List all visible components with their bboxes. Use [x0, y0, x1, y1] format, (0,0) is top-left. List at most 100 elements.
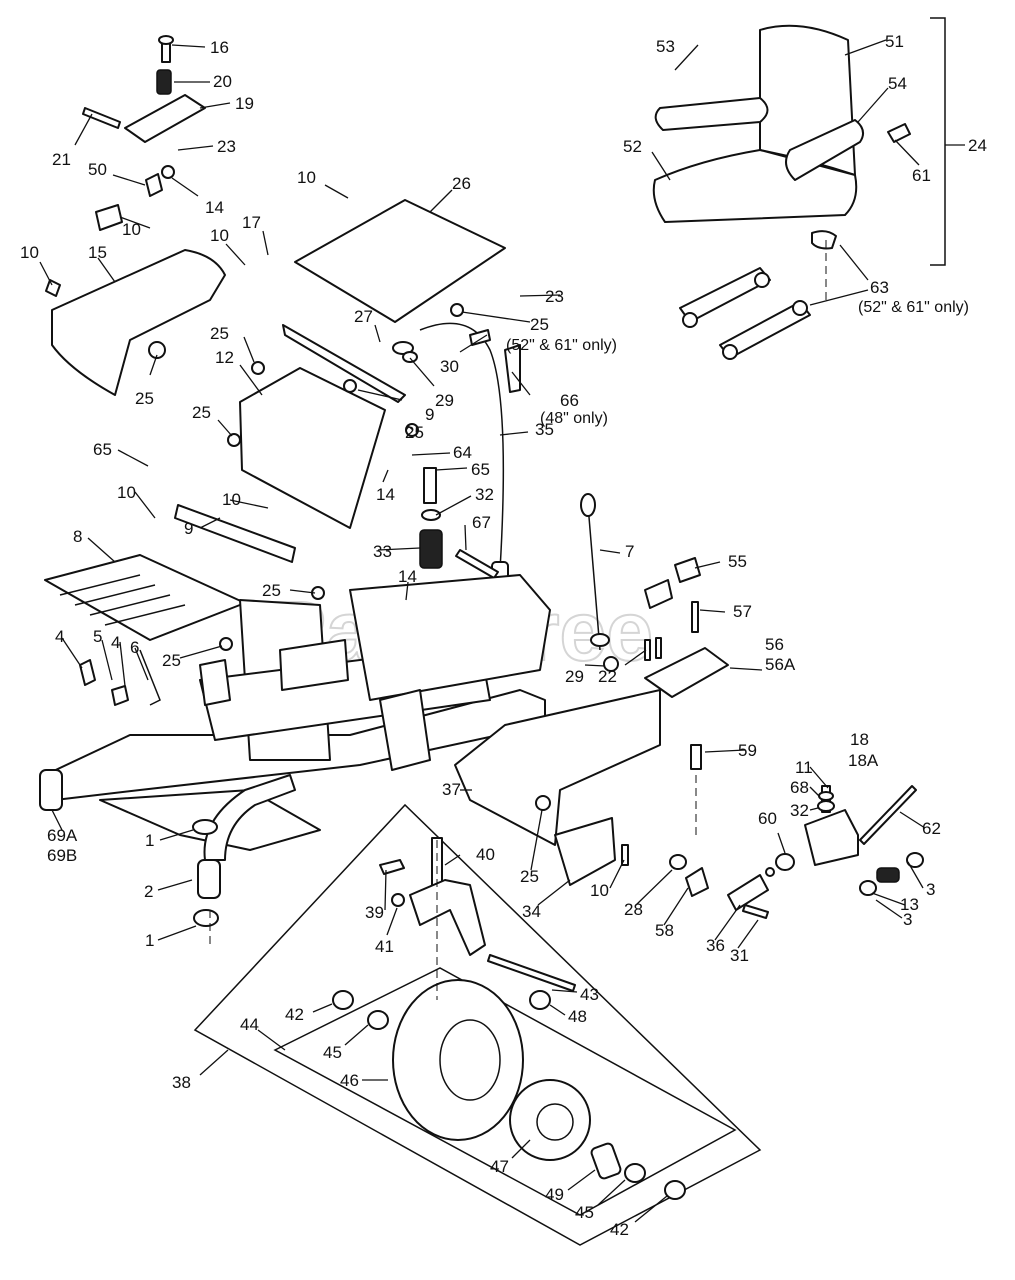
callout-34: 34 — [522, 902, 541, 921]
callout-29: 29 — [435, 391, 454, 410]
callout-41: 41 — [375, 937, 394, 956]
callout-17: 17 — [242, 213, 261, 232]
main-frame — [39, 574, 551, 927]
callout-labels: 16 20 19 21 23 50 14 10 10 15 10 17 10 2… — [20, 32, 987, 1239]
callout-1: 1 — [145, 931, 154, 950]
callout-14: 14 — [398, 567, 417, 586]
callout-44: 44 — [240, 1015, 259, 1034]
callout-25: 25 — [520, 867, 539, 886]
callout-69b: 69B — [47, 846, 77, 865]
callout-13: 13 — [900, 895, 919, 914]
callout-46: 46 — [340, 1071, 359, 1090]
seat-assembly — [652, 17, 946, 360]
callout-3: 3 — [926, 880, 935, 899]
callout-64: 64 — [453, 443, 472, 462]
callout-43: 43 — [580, 985, 599, 1004]
callout-18a: 18A — [848, 751, 879, 770]
callout-69a: 69A — [47, 826, 78, 845]
callout-53: 53 — [656, 37, 675, 56]
callout-26: 26 — [452, 174, 471, 193]
callout-14: 14 — [376, 485, 395, 504]
callout-56: 56 — [765, 635, 784, 654]
callout-49: 49 — [545, 1185, 564, 1204]
callout-4: 4 — [55, 627, 64, 646]
callout-22: 22 — [598, 667, 617, 686]
callout-42: 42 — [610, 1220, 629, 1239]
callout-7: 7 — [625, 542, 634, 561]
note-48-only: (48" only) — [540, 410, 608, 427]
callout-47: 47 — [490, 1157, 509, 1176]
callout-60: 60 — [758, 809, 777, 828]
callout-18: 18 — [850, 730, 869, 749]
callout-35: 35 — [535, 420, 554, 439]
callout-56a: 56A — [765, 655, 796, 674]
leader-lines — [39, 39, 965, 1223]
callout-28: 28 — [624, 900, 643, 919]
callout-54: 54 — [888, 74, 907, 93]
callout-50: 50 — [88, 160, 107, 179]
callout-24: 24 — [968, 136, 987, 155]
callout-3: 3 — [903, 910, 912, 929]
callout-51: 51 — [885, 32, 904, 51]
callout-68: 68 — [790, 778, 809, 797]
callout-37: 37 — [442, 780, 461, 799]
callout-32: 32 — [475, 485, 494, 504]
callout-2: 2 — [144, 882, 153, 901]
callout-5: 5 — [93, 627, 102, 646]
callout-42: 42 — [285, 1005, 304, 1024]
callout-1: 1 — [145, 831, 154, 850]
note-63-52-61-only: (52" & 61" only) — [858, 299, 969, 316]
callout-25: 25 — [192, 403, 211, 422]
callout-4: 4 — [111, 633, 120, 652]
callout-59: 59 — [738, 741, 757, 760]
callout-39: 39 — [365, 903, 384, 922]
callout-62: 62 — [922, 819, 941, 838]
callout-36: 36 — [706, 936, 725, 955]
callout-10: 10 — [222, 490, 241, 509]
callout-57: 57 — [733, 602, 752, 621]
callout-30: 30 — [440, 357, 459, 376]
callout-25: 25 — [210, 324, 229, 343]
callout-25: 25 — [162, 651, 181, 670]
callout-55: 55 — [728, 552, 747, 571]
callout-38: 38 — [172, 1073, 191, 1092]
callout-12: 12 — [215, 348, 234, 367]
callout-10: 10 — [210, 226, 229, 245]
callout-25: 25 — [405, 423, 424, 442]
callout-65: 65 — [471, 460, 490, 479]
callout-45: 45 — [575, 1203, 594, 1222]
callout-29: 29 — [565, 667, 584, 686]
callout-10: 10 — [297, 168, 316, 187]
callout-58: 58 — [655, 921, 674, 940]
callout-25: 25 — [530, 315, 549, 334]
callout-40: 40 — [476, 845, 495, 864]
callout-25: 25 — [135, 389, 154, 408]
callout-8: 8 — [73, 527, 82, 546]
callout-20: 20 — [213, 72, 232, 91]
callout-14: 14 — [205, 198, 224, 217]
right-brackets — [454, 557, 924, 919]
callout-10: 10 — [590, 881, 609, 900]
callout-27: 27 — [354, 307, 373, 326]
callout-11: 11 — [795, 758, 813, 777]
center-panels — [44, 199, 506, 651]
callout-9: 9 — [425, 405, 434, 424]
caster-wheel-group — [193, 803, 762, 1246]
callout-33: 33 — [373, 542, 392, 561]
callout-10: 10 — [117, 483, 136, 502]
callout-45: 45 — [323, 1043, 342, 1062]
callout-61: 61 — [912, 166, 931, 185]
callout-10: 10 — [122, 220, 141, 239]
callout-32: 32 — [790, 801, 809, 820]
callout-25: 25 — [262, 581, 281, 600]
callout-10: 10 — [20, 243, 39, 262]
callout-52: 52 — [623, 137, 642, 156]
callout-16: 16 — [210, 38, 229, 57]
callout-23: 23 — [545, 287, 564, 306]
spring-and-cable — [392, 322, 619, 672]
callout-66: 66 — [560, 391, 579, 410]
callout-63: 63 — [870, 278, 889, 297]
callout-19: 19 — [235, 94, 254, 113]
callout-23: 23 — [217, 137, 236, 156]
